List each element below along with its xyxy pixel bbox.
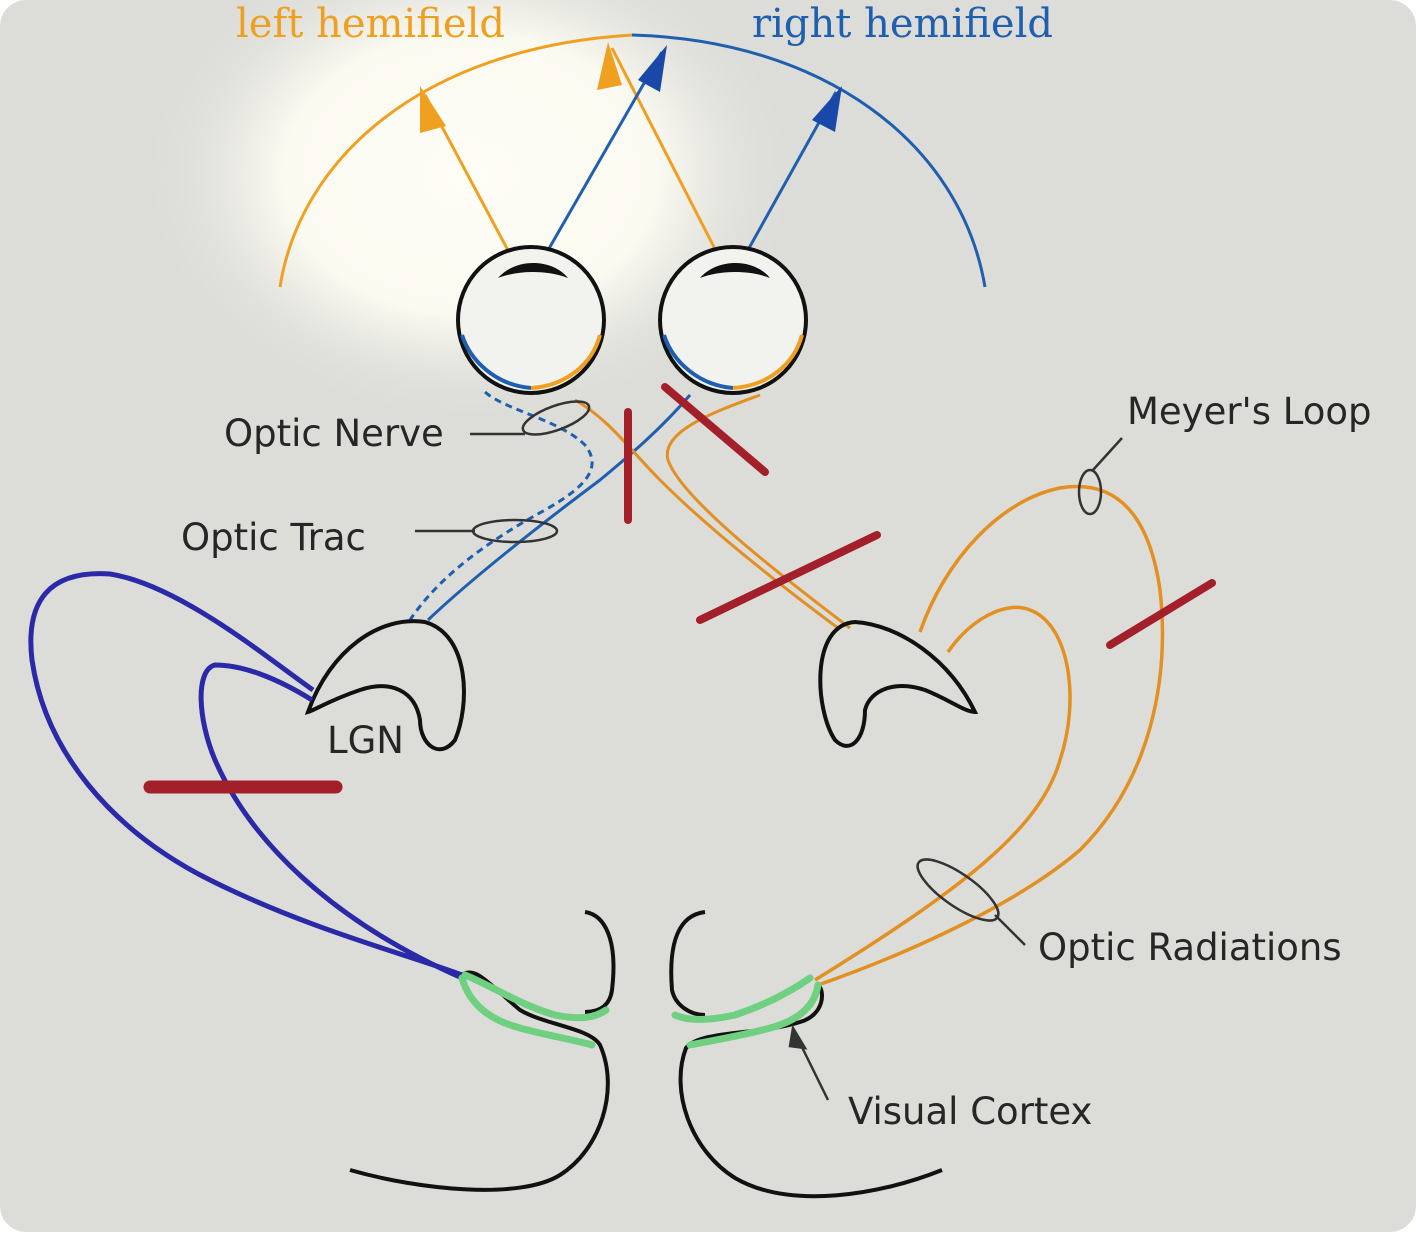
left-field-arrowheads <box>420 42 622 133</box>
right-hemifield-arc <box>631 33 987 288</box>
label-pointers <box>415 400 1123 1101</box>
left-optic-radiations <box>28 571 464 981</box>
right-eye-icon <box>658 245 808 395</box>
visual-cortex-label: Visual Cortex <box>848 1090 1092 1133</box>
field-glow <box>130 0 810 430</box>
visual-cortex-highlight <box>458 971 822 1049</box>
right-hemifield-label: right hemifield <box>752 1 1053 47</box>
right-lgn <box>818 619 979 748</box>
meyers-loop-label: Meyer's Loop <box>1127 390 1372 433</box>
lesion-marks <box>143 383 1216 794</box>
lesion-optic-tract <box>696 531 881 624</box>
optic-tract-label: Optic Trac <box>181 516 366 559</box>
lesion-meyers-loop <box>1106 579 1216 649</box>
right-optic-radiations <box>814 484 1165 987</box>
lgn-label: LGN <box>327 719 404 762</box>
right-visual-cortex <box>669 910 943 1199</box>
left-visual-cortex <box>349 910 616 1192</box>
optic-radiations-label: Optic Radiations <box>1038 926 1342 969</box>
right-field-arrowheads <box>638 45 842 132</box>
left-hemifield-label: left hemifield <box>236 1 505 47</box>
lesion-optic-nerve <box>661 383 769 476</box>
left-hemifield-arc <box>278 33 633 288</box>
left-lgn <box>304 619 466 752</box>
left-eye-icon <box>456 245 606 395</box>
optic-nerve-label: Optic Nerve <box>224 412 444 455</box>
